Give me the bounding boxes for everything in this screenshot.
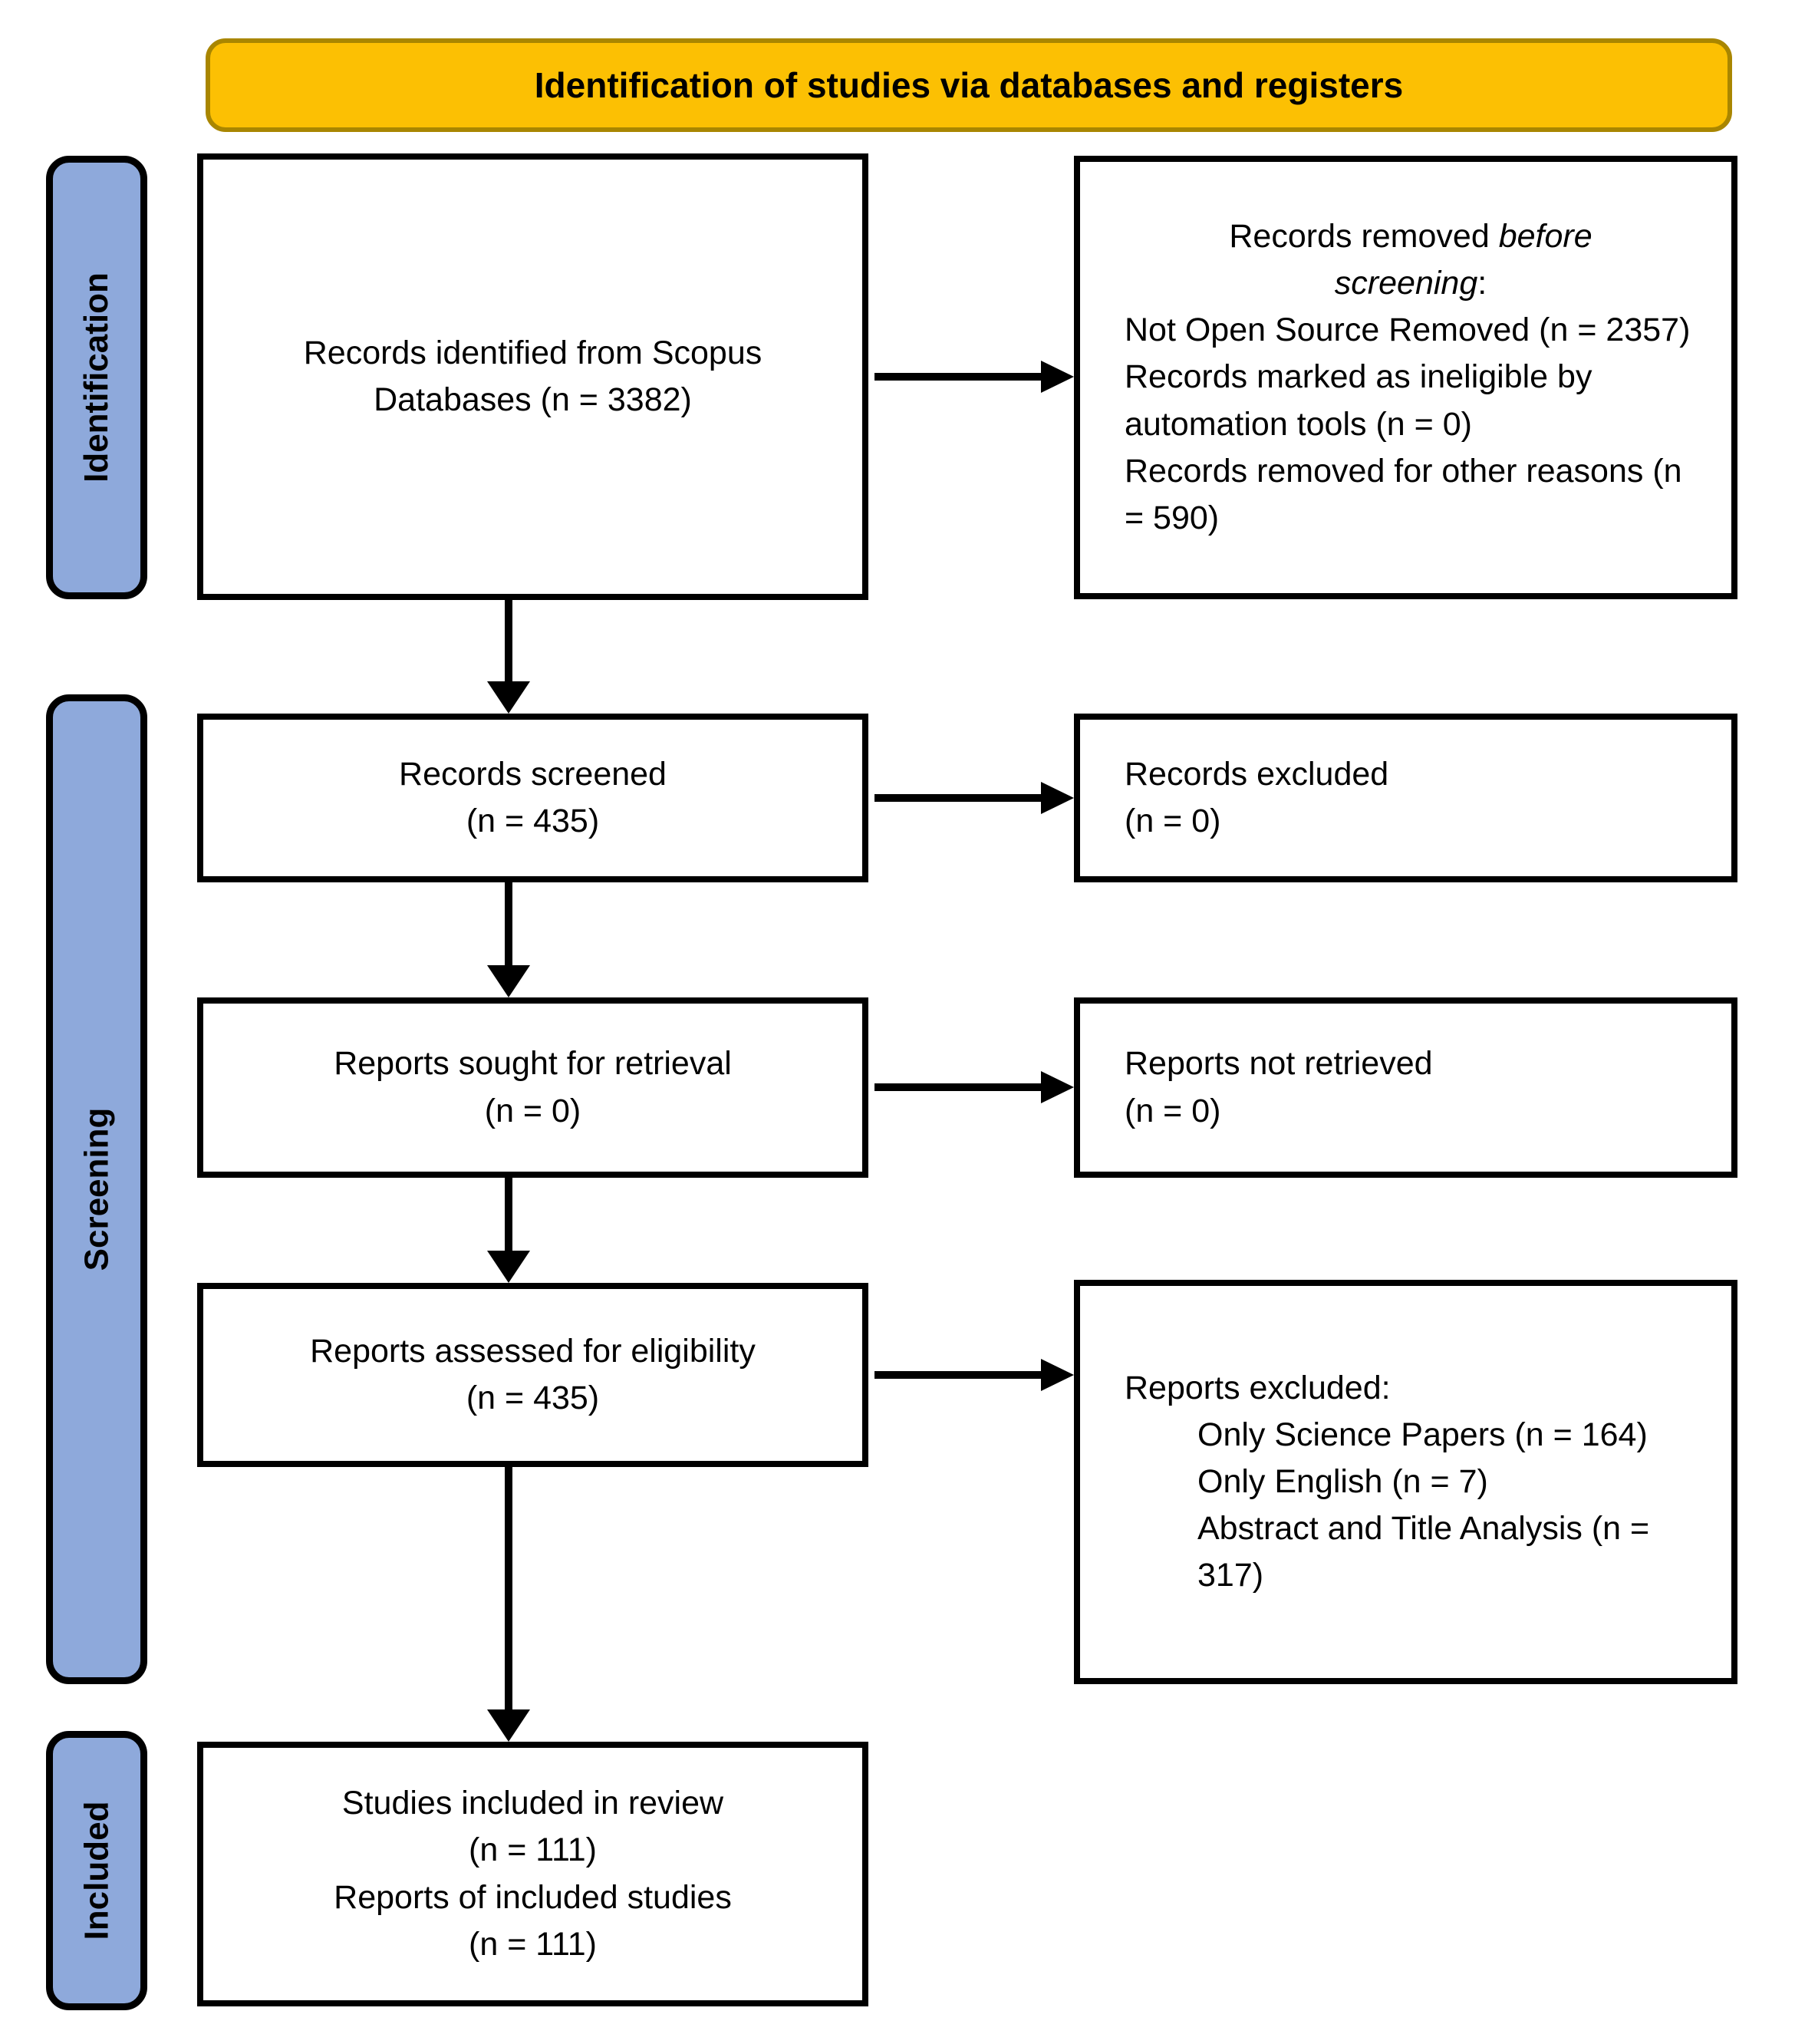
right-arrow-screened-to-excluded-icon xyxy=(874,794,1041,802)
box-reports-not-retrieved: Reports not retrieved (n = 0) xyxy=(1074,997,1737,1178)
records-identified-text: Records identified from Scopus Databases… xyxy=(303,334,762,418)
stage-bar-identification: Identification xyxy=(46,156,147,599)
records-removed-item: Not Open Source Removed (n = 2357) xyxy=(1125,312,1691,349)
records-removed-header-italic-2: screening xyxy=(1334,265,1478,302)
box-studies-included: Studies included in review (n = 111) Rep… xyxy=(197,1742,868,2006)
right-arrow-identified-to-removed-icon xyxy=(874,373,1041,381)
records-screened-text: Records screened (n = 435) xyxy=(399,755,667,839)
reports-excluded-item: Only English (n = 7) xyxy=(1197,1462,1488,1500)
stage-label-identification: Identification xyxy=(77,272,115,483)
records-removed-item: Records removed for other reasons (n = 5… xyxy=(1125,452,1682,536)
diagram-title: Identification of studies via databases … xyxy=(534,65,1404,105)
box-reports-assessed: Reports assessed for eligibility (n = 43… xyxy=(197,1283,868,1467)
records-removed-item: Records marked as ineligible by automati… xyxy=(1125,358,1592,443)
reports-excluded-item: Only Science Papers (n = 164) xyxy=(1197,1416,1648,1453)
reports-sought-text: Reports sought for retrieval (n = 0) xyxy=(334,1045,732,1129)
records-excluded-text: Records excluded (n = 0) xyxy=(1125,755,1389,839)
reports-assessed-text: Reports assessed for eligibility (n = 43… xyxy=(310,1332,756,1416)
down-arrow-identified-to-screened-icon xyxy=(505,600,512,681)
stage-bar-included: Included xyxy=(46,1731,147,2010)
down-arrow-sought-to-assessed-icon xyxy=(505,1178,512,1251)
stage-label-screening: Screening xyxy=(77,1107,115,1271)
stage-bar-screening: Screening xyxy=(46,694,147,1684)
stage-label-included: Included xyxy=(77,1801,115,1940)
box-records-excluded: Records excluded (n = 0) xyxy=(1074,714,1737,882)
down-arrow-assessed-to-included-icon xyxy=(505,1467,512,1709)
right-arrow-sought-to-not-retrieved-icon xyxy=(874,1083,1041,1091)
records-removed-header-italic-1: before xyxy=(1498,218,1592,256)
reports-excluded-header: Reports excluded: xyxy=(1125,1369,1391,1406)
diagram-title-banner: Identification of studies via databases … xyxy=(206,38,1732,132)
right-arrow-assessed-to-excluded-icon xyxy=(874,1371,1041,1379)
records-removed-header: Records removed before screening: xyxy=(1229,218,1592,302)
box-records-screened: Records screened (n = 435) xyxy=(197,714,868,882)
box-records-identified: Records identified from Scopus Databases… xyxy=(197,153,868,600)
reports-excluded-item: Abstract and Title Analysis (n = 317) xyxy=(1197,1510,1650,1594)
studies-included-text: Studies included in review (n = 111) Rep… xyxy=(334,1785,732,1963)
box-reports-excluded: Reports excluded: Only Science Papers (n… xyxy=(1074,1280,1737,1684)
down-arrow-screened-to-sought-icon xyxy=(505,882,512,965)
box-records-removed: Records removed before screening: Not Op… xyxy=(1074,156,1737,599)
reports-not-retrieved-text: Reports not retrieved (n = 0) xyxy=(1125,1045,1433,1129)
box-reports-sought: Reports sought for retrieval (n = 0) xyxy=(197,997,868,1178)
